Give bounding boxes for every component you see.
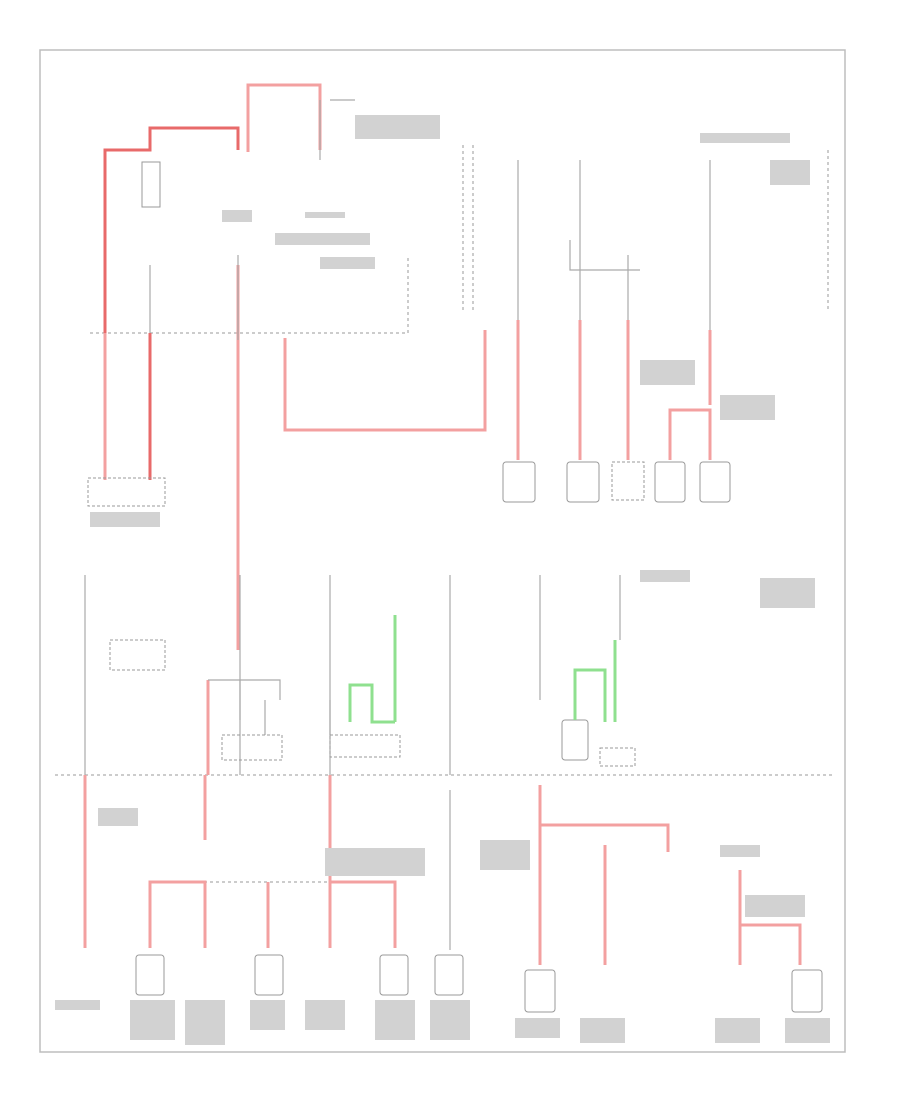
signal-wires [84, 99, 711, 775]
fuse-block-box [87, 477, 166, 507]
upper-components [502, 461, 731, 503]
battery-wires [103, 83, 712, 650]
fusible-link [141, 161, 161, 208]
middle-section [109, 639, 636, 775]
ground-wires [348, 615, 617, 724]
illegible-labels [55, 115, 830, 1045]
lower-components [135, 954, 823, 1013]
connector-buses [55, 145, 835, 883]
lower-wires [83, 775, 802, 965]
diagram-frame [39, 49, 846, 1053]
